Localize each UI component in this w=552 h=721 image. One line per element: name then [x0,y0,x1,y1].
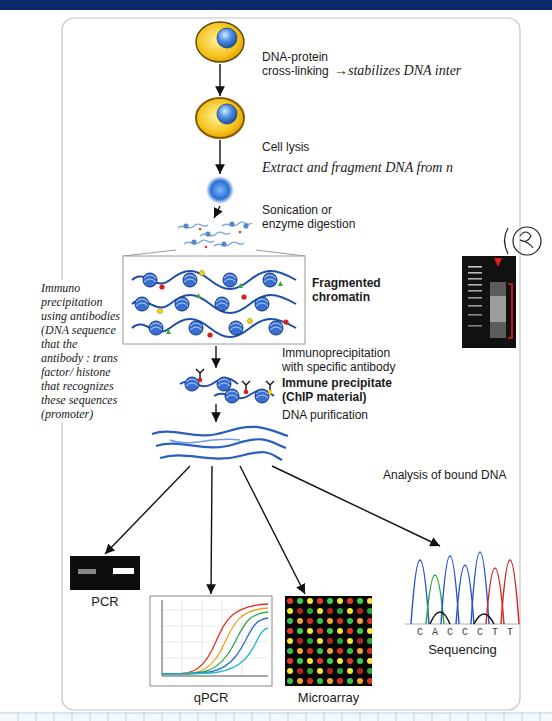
step-label: DNA-protein cross-linking [262,50,346,78]
handwritten-note: →stabilizes DNA inter [334,63,461,79]
sequence-letters: CACCCTT [417,627,522,639]
flow-arrow [219,140,220,174]
lysate-icon: Sonication or enzyme digestion [206,176,234,204]
gel-image: PCR [70,556,140,590]
flow-arrow [219,64,220,96]
handwritten-note: Immuno precipitation using antibodies (D… [40,280,122,422]
microarray-image: Microarray [285,596,372,686]
cell-icon: DNA-protein cross-linking [196,22,244,62]
flow-arrow [211,466,212,594]
chromatin-panel: Fragmented chromatin [123,220,305,344]
cell-icon: Cell lysis [196,98,244,138]
chromatogram: Sequencing [405,548,520,626]
step-label: Sequencing [405,642,520,657]
dna-icon: DNA purification [150,424,290,464]
flow-arrow [215,404,216,422]
step-label: Immunoprecipitation with specific antibo… [282,346,407,374]
step-label: Microarray [274,690,383,705]
step-label: Cell lysis [262,140,352,154]
qpcr-plot: qPCR [150,596,272,686]
step-label: DNA purification [282,408,392,422]
precipitate-icon: Immune precipitate (ChIP material) [176,370,276,402]
step-label: qPCR [150,690,272,705]
step-label: Immune precipitate (ChIP material) [282,376,410,404]
step-label: Analysis of bound DNA [383,468,506,482]
step-label: Sonication or enzyme digestion [262,203,370,231]
flow-arrow [215,346,216,368]
flow-arrow [105,466,190,554]
flow-arrow [214,206,220,218]
step-label: PCR [60,594,150,609]
handwritten-note: Extract and fragment DNA from n [262,160,453,176]
flow-arrow [240,466,305,594]
step-label: Fragmented chromatin [312,276,396,304]
